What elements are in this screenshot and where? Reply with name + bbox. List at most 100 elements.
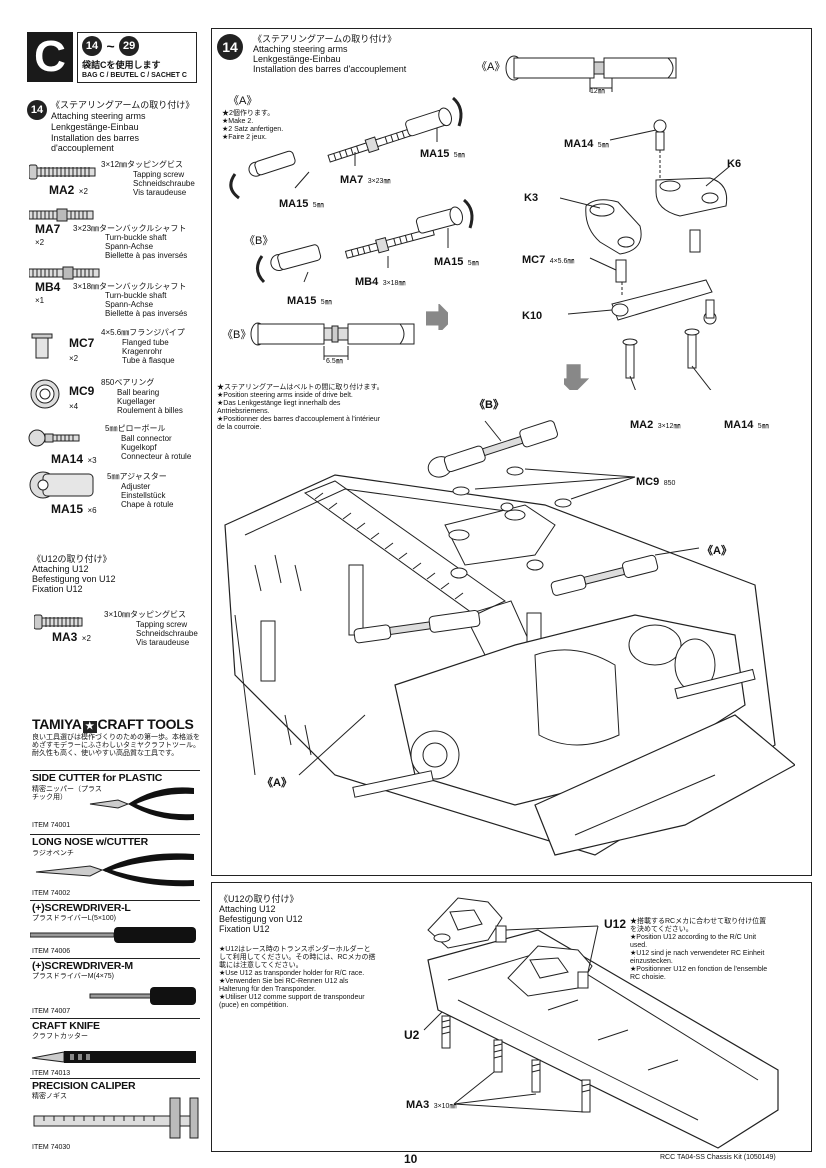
part-size: 3×23㎜ターンバックルシャフト — [73, 224, 187, 233]
callout-unit: 4×5.6㎜ — [549, 258, 575, 265]
left-step-badge: 14 — [27, 100, 47, 120]
callout-code: MA15 — [434, 256, 464, 268]
part-size: 3×10㎜タッピングビス — [104, 610, 187, 619]
brand-a: TAMIYA — [32, 716, 82, 732]
flanged-tube-icon — [31, 333, 53, 359]
a-sub-label: 《A》 — [228, 95, 258, 107]
callout-code: MA15 — [420, 148, 450, 160]
callout-code: MA14 — [564, 138, 594, 150]
part-qty: ×3 — [87, 456, 97, 465]
tapping-screw-icon — [29, 164, 96, 180]
part-code: MA14 ×3 — [51, 450, 97, 468]
part-fr: Vis taraudeuse — [136, 638, 190, 647]
callout-mc7: MC7 4×5.6㎜ — [522, 250, 574, 268]
step-to-badge: 29 — [119, 36, 140, 56]
tool-item: ITEM 74001 — [32, 822, 71, 829]
part-en: Ball bearing — [117, 388, 160, 397]
u12-left-title-de: Befestigung von U12 — [32, 574, 116, 584]
part-en: Tapping screw — [133, 170, 185, 179]
part-code: MA7×2 — [35, 223, 60, 247]
a-note-line: ★2 Satz anfertigen. — [222, 126, 284, 133]
u12-left-title-fr: Fixation U12 — [32, 584, 83, 594]
callout-unit: 5㎜ — [467, 260, 479, 267]
callout-ma14-top: MA14 5㎜ — [564, 134, 609, 152]
page-number: 10 — [404, 1152, 418, 1166]
belt-note-line: ★ステアリングアームはベルトの間に取り付けます。 — [217, 384, 384, 391]
part-code-text: MC7 — [69, 336, 95, 350]
star-icon: ★ — [82, 721, 97, 733]
callout-code: MC9 — [636, 476, 660, 488]
callout-k6: K6 — [727, 158, 742, 170]
tool-screwdriver-m: (+)SCREWDRIVER-M プラスドライバーM(4×75) ITEM 74… — [30, 958, 202, 1016]
u12-title-fr: Fixation U12 — [219, 924, 270, 934]
part-qty: ×2 — [78, 187, 88, 196]
main-step-title-en: Attaching steering arms — [253, 44, 348, 54]
tool-name: PRECISION CALIPER — [32, 1080, 136, 1092]
callout-unit: 3×23㎜ — [367, 178, 391, 185]
part-code-text: MB4 — [35, 280, 61, 294]
part-fr: Tube à flasque — [122, 356, 175, 365]
tool-name: LONG NOSE w/CUTTER — [32, 836, 148, 848]
u12-left-heading: 《U12の取り付け》 Attaching U12 Befestigung von… — [32, 554, 192, 594]
a-dimension-diagram — [505, 55, 677, 92]
callout-unit: 5㎜ — [597, 142, 609, 149]
part-fr: Chape à rotule — [121, 500, 174, 509]
long-nose-pliers-icon — [35, 853, 194, 887]
tapping-screw-icon — [34, 614, 83, 630]
part-code: MA15 ×6 — [51, 500, 97, 518]
part-de: Spann-Achse — [105, 242, 154, 251]
adjuster-icon — [29, 471, 94, 499]
u12-panel — [211, 882, 812, 1152]
callout-code: MA15 — [279, 198, 309, 210]
u12-note-line: ★U12はレース時のトランスポンダーホルダーとして利用してください。その時には、… — [219, 946, 376, 969]
part-code: MA2 ×2 — [49, 181, 88, 199]
part-code-text: MC9 — [69, 384, 95, 398]
u12-note-line: ★Verwenden Sie bei RC-Rennen U12 als Hal… — [219, 978, 349, 993]
tool-long-nose: LONG NOSE w/CUTTER ラジオペンチ ITEM 74002 — [30, 834, 202, 900]
callout-ma15-a2: MA15 5㎜ — [279, 194, 324, 212]
part-ma15: MA15 ×6 5㎜アジャスター Adjuster Einstellstück … — [27, 470, 212, 518]
part-en: Ball connector — [121, 434, 172, 443]
callout-code: MA15 — [287, 295, 317, 307]
b-dim-label: 《B》 — [222, 329, 252, 341]
u12-position-note-line: ★Positionner U12 en fonction de l'ensemb… — [630, 966, 768, 981]
part-code-text: MA14 — [51, 452, 84, 466]
part-fr: Connecteur à rotule — [121, 452, 192, 461]
bag-jp-text: 袋詰Cを使用します — [82, 60, 161, 70]
callout-unit: 850 — [663, 480, 676, 487]
part-fr: Biellette à pas inversés — [105, 251, 188, 260]
b-dimension-diagram — [250, 322, 415, 360]
part-size: 850ベアリング — [101, 378, 155, 387]
part-size: 5㎜ピローボール — [105, 424, 166, 433]
callout-code: MA7 — [340, 174, 364, 186]
turnbuckle-shaft-icon — [29, 266, 100, 280]
part-fr: Biellette à pas inversés — [105, 309, 188, 318]
tool-item: ITEM 74002 — [32, 890, 71, 897]
part-de: Kugellager — [117, 397, 156, 406]
craft-knife-icon — [31, 1051, 196, 1063]
down-arrow-icon — [426, 304, 448, 330]
u12-note-line: ★Utiliser U12 comme support de transpond… — [219, 994, 365, 1009]
part-qty: ×2 — [69, 354, 79, 363]
part-qty: ×2 — [35, 238, 45, 247]
belt-note-line: ★Position steering arms inside of drive … — [217, 392, 353, 399]
u12-position-note-line: ★U12 sind je nach verwendeter RC Einheit… — [630, 950, 765, 965]
b-assembly-diagram — [256, 198, 474, 284]
u12-position-note: ★搭載するRCメカに合わせて取り付け位置を決めてください。 ★Position … — [630, 918, 770, 982]
left-step-title-de: Lenkgestänge-Einbau — [51, 122, 139, 132]
part-fr: Roulement à billes — [117, 406, 183, 415]
main-step-title: 《ステアリングアームの取り付け》 Attaching steering arms… — [253, 34, 453, 74]
belt-note-line: ★Positionner des barres d'accouplement à… — [217, 416, 381, 431]
a-notes: ★2個作ります。 ★Make 2. ★2 Satz anfertigen. ★F… — [222, 110, 312, 142]
u12-note-line: ★Use U12 as transponder holder for R/C r… — [219, 970, 365, 977]
brand-b: CRAFT TOOLS — [97, 716, 194, 732]
tool-name: SIDE CUTTER for PLASTIC — [32, 772, 163, 784]
bag-multi-text: BAG C / BEUTEL C / SACHET C — [82, 72, 187, 79]
tool-jp: プラスドライバーL(5×100) — [32, 915, 116, 922]
a-assembly-diagram — [229, 96, 463, 200]
tool-item: ITEM 74006 — [32, 948, 71, 955]
part-ma3: MA3 ×2 3×10㎜タッピングビス Tapping screw Schnei… — [34, 610, 214, 650]
tool-item: ITEM 74030 — [32, 1144, 71, 1151]
callout-ma3: MA3 3×10㎜ — [406, 1095, 456, 1113]
part-size: 3×18㎜ターンバックルシャフト — [73, 282, 187, 291]
